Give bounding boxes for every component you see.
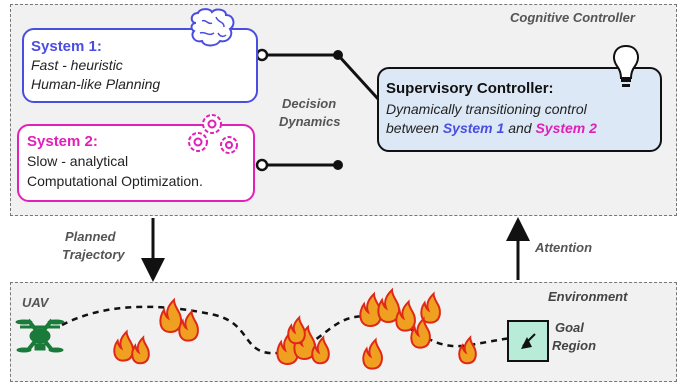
- supervisory-between-text: between: [386, 120, 439, 136]
- supervisory-and-text: and: [508, 120, 532, 136]
- planned-trajectory-line1: Planned: [65, 229, 116, 244]
- system1-line2: Human-like Planning: [31, 76, 161, 92]
- supervisory-controller-box: [377, 67, 662, 152]
- system2-open-node: [255, 158, 269, 172]
- system2-title: System 2:: [27, 133, 98, 150]
- supervisory-line2: between System 1 and System 2: [386, 120, 597, 136]
- supervisory-system1-ref: System 1: [442, 120, 505, 136]
- environment-label: Environment: [548, 289, 628, 304]
- system2-box: [17, 124, 255, 202]
- uav-label: UAV: [22, 295, 49, 310]
- system2-closed-node: [333, 160, 343, 170]
- uav-path: [61, 305, 526, 355]
- goal-label-line2: Region: [552, 338, 597, 353]
- system1-open-node: [255, 48, 269, 62]
- decision-dynamics-label-line1: Decision: [282, 96, 337, 111]
- system1-title: System 1:: [31, 38, 102, 55]
- supervisory-line1: Dynamically transitioning control: [386, 101, 587, 117]
- planned-trajectory-line2: Trajectory: [62, 247, 125, 262]
- decision-dynamics-label-line2: Dynamics: [279, 114, 341, 129]
- supervisory-system2-ref: System 2: [535, 120, 597, 136]
- goal-label-line1: Goal: [555, 320, 584, 335]
- system2-line2: Computational Optimization.: [27, 173, 203, 189]
- supervisory-title: Supervisory Controller:: [386, 80, 554, 97]
- switch-arm-line: [336, 53, 381, 102]
- system1-line1: Fast - heuristic: [31, 57, 123, 73]
- system2-line1: Slow - analytical: [27, 153, 129, 169]
- cognitive-controller-label: Cognitive Controller: [510, 10, 635, 25]
- attention-label: Attention: [535, 240, 593, 255]
